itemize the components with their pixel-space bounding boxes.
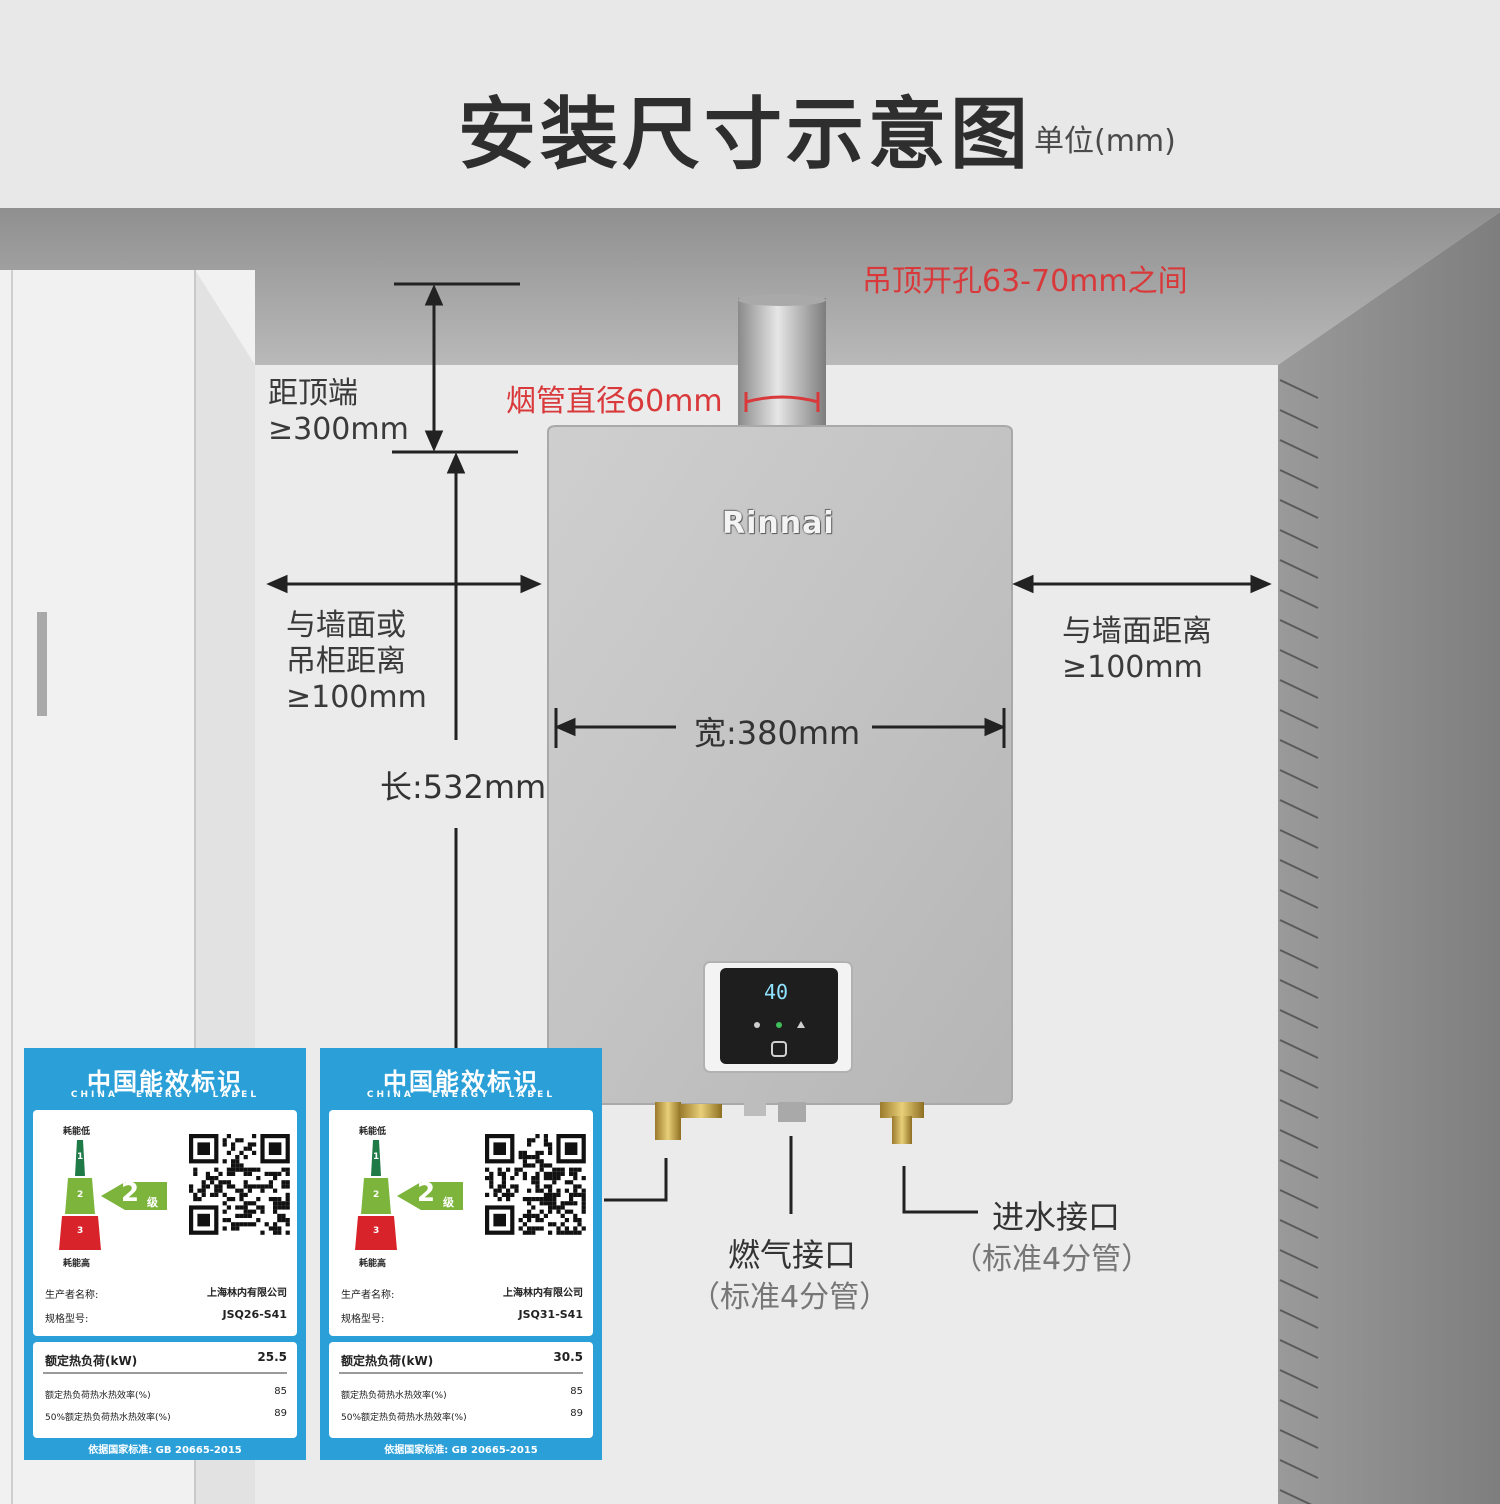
- low-consumption-label: 耗能低: [63, 1127, 91, 1137]
- qr-code: [485, 1134, 586, 1235]
- top-clearance-label: 距顶端 ≥300mm: [268, 376, 409, 447]
- grade-value: 2: [121, 1178, 140, 1208]
- dimension-lines: [266, 282, 1272, 1214]
- maker-name: 上海林内有限公司: [503, 1288, 583, 1299]
- efficiency-50-value: 89: [570, 1408, 583, 1419]
- high-consumption-label: 耗能高: [359, 1259, 387, 1269]
- flue-diameter-marker: [744, 392, 820, 412]
- temperature-display: 40: [764, 980, 789, 1004]
- model-number: JSQ26-S41: [222, 1308, 287, 1321]
- qr-code: [189, 1134, 290, 1235]
- energy-label-specs: 额定热负荷(kW) 30.5 额定热负荷热水热效率(%) 85 50%额定热负荷…: [329, 1342, 593, 1438]
- grade-arrow: [397, 1182, 463, 1210]
- ceiling-band: [0, 0, 1500, 208]
- energy-label-card-2: 中国能效标识 CHINA ENERGY LABEL 耗能低 1 2 3 耗能高 …: [320, 1048, 602, 1460]
- brand-logo: Rinnai: [722, 506, 835, 541]
- ceiling-hole-note: 吊顶开孔63-70mm之间: [862, 264, 1188, 299]
- efficiency-value: 85: [570, 1386, 583, 1397]
- low-consumption-label: 耗能低: [359, 1127, 387, 1137]
- grade-scale: [355, 1130, 587, 1250]
- energy-label-grade-panel: 耗能低 1 2 3 耗能高 2 级 生产者名称: 上海林内有限公司 规格型号: …: [33, 1110, 297, 1336]
- right-clearance-label: 与墙面距离 ≥100mm: [1062, 614, 1212, 685]
- energy-label-card-1: 中国能效标识 CHINA ENERGY LABEL 耗能低 1 2 3 耗能高 …: [24, 1048, 306, 1460]
- efficiency-value: 85: [274, 1386, 287, 1397]
- gas-inlet-label: 燃气接口: [728, 1236, 857, 1274]
- water-inlet-note: （标准4分管）: [952, 1242, 1152, 1277]
- cabinet-handle: [37, 612, 47, 716]
- grade-value: 2: [417, 1178, 436, 1208]
- unit-label: 单位(mm): [1034, 124, 1176, 159]
- grade-arrow: [101, 1182, 167, 1210]
- grade-scale: [59, 1130, 291, 1250]
- energy-label-title: 中国能效标识: [87, 1068, 243, 1096]
- rated-load-value: 30.5: [553, 1350, 583, 1364]
- rated-load-value: 25.5: [257, 1350, 287, 1364]
- page-title: 安装尺寸示意图: [458, 90, 1033, 180]
- energy-label-standard: 依据国家标准: GB 20665-2015: [88, 1445, 242, 1456]
- high-consumption-label: 耗能高: [63, 1259, 91, 1269]
- maker-name: 上海林内有限公司: [207, 1288, 287, 1299]
- energy-label-specs: 额定热负荷(kW) 25.5 额定热负荷热水热效率(%) 85 50%额定热负荷…: [33, 1342, 297, 1438]
- energy-label-subtitle: CHINA ENERGY LABEL: [366, 1090, 556, 1100]
- gas-fitting: [778, 1102, 806, 1122]
- gas-inlet-note: （标准4分管）: [690, 1280, 890, 1315]
- energy-label-standard: 依据国家标准: GB 20665-2015: [384, 1445, 538, 1456]
- right-wall-hatching: [1279, 379, 1319, 1504]
- efficiency-50-value: 89: [274, 1408, 287, 1419]
- water-fitting: [880, 1102, 924, 1118]
- width-label: 宽:380mm: [694, 714, 861, 752]
- energy-label-grade-panel: 耗能低 1 2 3 耗能高 2 级 生产者名称: 上海林内有限公司 规格型号: …: [329, 1110, 593, 1336]
- left-clearance-label: 与墙面或 吊柜距离 ≥100mm: [286, 608, 427, 715]
- model-number: JSQ31-S41: [518, 1308, 583, 1321]
- length-label: 长:532mm: [380, 768, 547, 806]
- water-inlet-label: 进水接口: [992, 1198, 1121, 1236]
- flue-pipe: [738, 298, 826, 428]
- power-button: [771, 1041, 787, 1057]
- right-wall: [1278, 212, 1500, 1504]
- control-display: [720, 968, 838, 1064]
- energy-label-subtitle: CHINA ENERGY LABEL: [70, 1090, 260, 1100]
- flue-diameter-note: 烟管直径60mm: [506, 384, 723, 419]
- energy-label-title: 中国能效标识: [383, 1068, 539, 1096]
- ceiling-underside: [0, 208, 1500, 365]
- hot-water-outlet: [655, 1102, 681, 1140]
